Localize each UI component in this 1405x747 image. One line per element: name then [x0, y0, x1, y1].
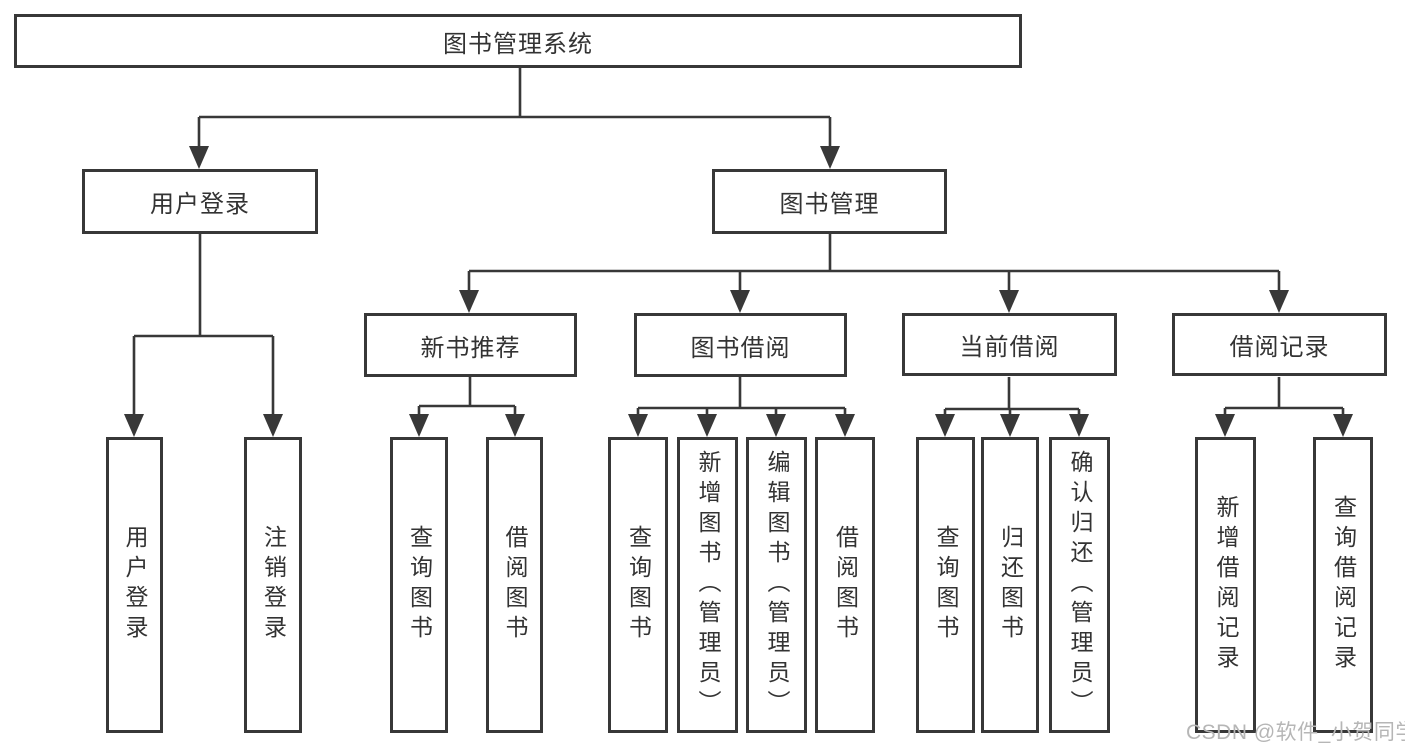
leaf-query-books-borrow: 查询图书	[608, 437, 668, 733]
csdn-watermark: CSDN @软件_小贺同学	[1186, 721, 1405, 744]
leaf-return-books: 归还图书	[981, 437, 1039, 733]
node-user-login: 用户登录	[82, 169, 318, 234]
node-new-book-recommend: 新书推荐	[364, 313, 577, 377]
connector-borrowrecords-trunk	[1225, 377, 1343, 410]
leaf-user-login: 用户登录	[106, 437, 163, 733]
connector-bookmgmt-arrow-lines	[467, 271, 1281, 292]
connector-userlogin-arrow-lines	[132, 336, 275, 416]
connector-userlogin-trunk	[134, 234, 273, 338]
connector-root-arrow-lines	[197, 117, 832, 148]
connector-newbook-arrow-lines	[417, 406, 517, 416]
leaf-query-books-recommend: 查询图书	[390, 437, 448, 733]
leaf-add-borrow-record: 新增借阅记录	[1195, 437, 1256, 733]
node-borrow-records: 借阅记录	[1172, 313, 1387, 376]
leaf-logout: 注销登录	[244, 437, 302, 733]
leaf-query-borrow-record: 查询借阅记录	[1313, 437, 1373, 733]
connector-root-trunk	[199, 66, 830, 119]
node-current-borrow: 当前借阅	[902, 313, 1117, 376]
connector-bookborrow-trunk	[638, 377, 845, 410]
arrowheads	[124, 146, 1353, 437]
leaf-add-books-admin: 新增图书（管理员）	[677, 437, 738, 733]
node-book-management: 图书管理	[712, 169, 947, 234]
leaf-confirm-return-admin: 确认归还（管理员）	[1049, 437, 1110, 733]
leaf-query-books-current: 查询图书	[916, 437, 975, 733]
connector-newbook-trunk	[419, 377, 515, 408]
leaf-edit-books-admin: 编辑图书（管理员）	[746, 437, 807, 733]
connector-bookborrow-arrow-lines	[636, 408, 847, 416]
node-root: 图书管理系统	[14, 14, 1022, 68]
leaf-borrow-books-recommend: 借阅图书	[486, 437, 543, 733]
node-book-borrow: 图书借阅	[634, 313, 847, 377]
leaf-borrow-books: 借阅图书	[815, 437, 875, 733]
connector-bookmgmt-trunk	[469, 234, 1279, 273]
connector-currentborrow-trunk	[945, 377, 1079, 411]
